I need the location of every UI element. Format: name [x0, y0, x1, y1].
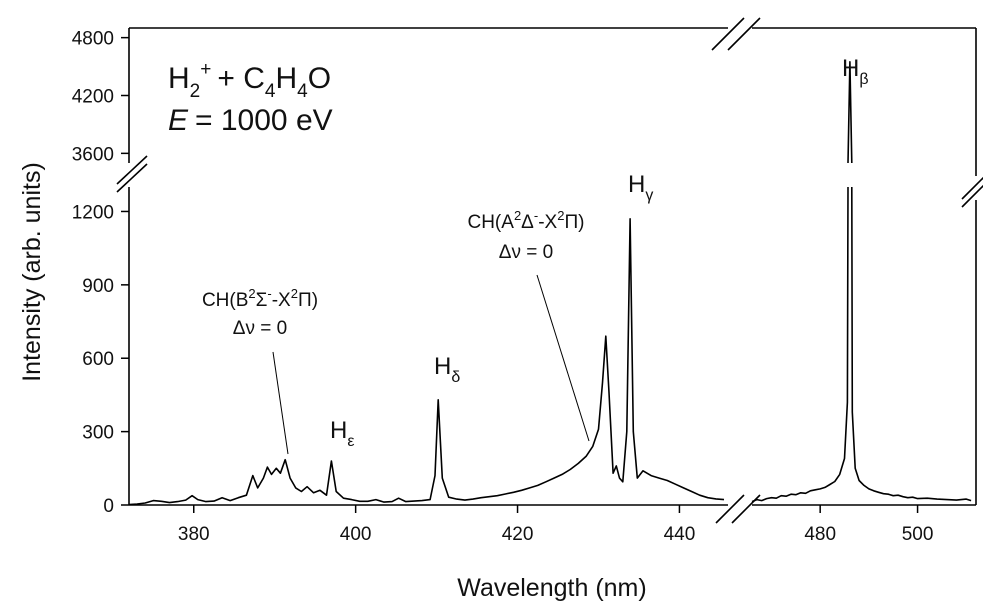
annotation-ch-a-line2: Δν = 0: [499, 242, 553, 263]
h-beta-main: H: [842, 55, 859, 82]
h-epsilon-sub: ε: [347, 433, 354, 450]
x-tick-label: 400: [340, 524, 372, 545]
axis-break-marks: [116, 17, 983, 524]
axis-tick-labels: 380 400 420 440 480 500 0 300 600 900 1200 3600 4200…: [72, 29, 934, 545]
reaction-h2-sub: 4: [297, 81, 308, 102]
break-mark-x-top-1: [711, 17, 745, 51]
x-tick-label: 420: [502, 524, 534, 545]
x-tick-label: 500: [902, 524, 934, 545]
ann-a-sup1: 2: [514, 208, 521, 223]
reaction-c-sub: 4: [265, 81, 276, 102]
y-tick-label: 600: [82, 349, 114, 370]
ann-a-sup3: 2: [557, 208, 564, 223]
spectrum-line-segment: [847, 60, 853, 164]
break-mark-y-right-2: [961, 176, 983, 200]
spectrum-line-segment: [128, 218, 725, 506]
h-epsilon-main: H: [330, 417, 347, 444]
ann-b-sup1: 2: [248, 286, 255, 301]
y-tick-label: 900: [82, 276, 114, 297]
label-h-delta: Hδ: [434, 353, 460, 386]
reaction-h2: H: [275, 62, 297, 95]
reaction-h-sub: 2: [190, 81, 201, 102]
break-mark-y-left-2: [116, 155, 148, 185]
annotation-ch-b-leader: [272, 351, 289, 455]
x-tick-label: 440: [664, 524, 696, 545]
y-tick-label: 4200: [72, 87, 114, 108]
y-tick-label: 300: [82, 423, 114, 444]
h-delta-sub: δ: [451, 369, 460, 386]
y-axis-title: Intensity (arb. units): [18, 162, 46, 382]
spectrum-line-segment: [751, 186, 849, 503]
x-axis-title: Wavelength (nm): [457, 574, 646, 602]
y-tick-label: 3600: [72, 144, 114, 165]
reaction-h-sup: +: [200, 59, 211, 80]
x-tick-label: 480: [804, 524, 836, 545]
energy-symbol: E: [168, 104, 189, 137]
reaction-label: H2++ C4H4O: [168, 59, 331, 102]
ann-b-c: -X: [272, 290, 291, 311]
spectrum-line-segment: [850, 186, 972, 502]
ann-b-b: Σ: [256, 290, 268, 311]
energy-label: E= 1000 eV: [168, 104, 333, 137]
ann-b-a: CH(B: [202, 290, 248, 311]
y-tick-label: 0: [103, 496, 114, 517]
h-gamma-main: H: [628, 171, 645, 198]
h-beta-sub: β: [859, 71, 868, 88]
plot-frame: [128, 27, 977, 506]
label-h-gamma: Hγ: [628, 171, 653, 204]
axis-ticks: [121, 36, 919, 513]
h-delta-main: H: [434, 353, 451, 380]
annotation-ch-b-line1: CH(B2Σ--X2Π): [202, 286, 318, 311]
energy-value: = 1000 eV: [195, 104, 333, 137]
ann-a-d: Π): [564, 212, 584, 233]
reaction-o: O: [308, 62, 331, 95]
break-mark-x-top-2: [727, 17, 761, 51]
spectrum-series: [128, 60, 972, 506]
label-h-beta: Hβ: [842, 55, 869, 88]
ann-a-a: CH(A: [467, 212, 514, 233]
annotation-ch-a-leader: [536, 274, 590, 442]
break-mark-x-bottom-1: [715, 494, 745, 524]
label-h-epsilon: Hε: [330, 417, 354, 450]
ann-b-d: Π): [298, 290, 318, 311]
reaction-plus-c: + C: [217, 62, 265, 95]
ann-b-sup3: 2: [291, 286, 298, 301]
annotation-ch-b-line2: Δν = 0: [233, 318, 287, 339]
ann-a-c: -X: [538, 212, 557, 233]
x-tick-label: 380: [178, 524, 210, 545]
ann-b-sup2: -: [267, 286, 271, 301]
break-mark-y-right-1: [961, 184, 983, 208]
break-mark-y-left-1: [116, 163, 148, 193]
h-gamma-sub: γ: [645, 187, 653, 204]
annotation-ch-a-line1: CH(A2Δ--X2Π): [467, 208, 584, 233]
ann-a-b: Δ: [521, 212, 534, 233]
y-tick-label: 4800: [72, 29, 114, 50]
ann-a-sup2: -: [534, 208, 538, 223]
y-tick-label: 1200: [72, 202, 114, 223]
reaction-h: H: [168, 62, 190, 95]
